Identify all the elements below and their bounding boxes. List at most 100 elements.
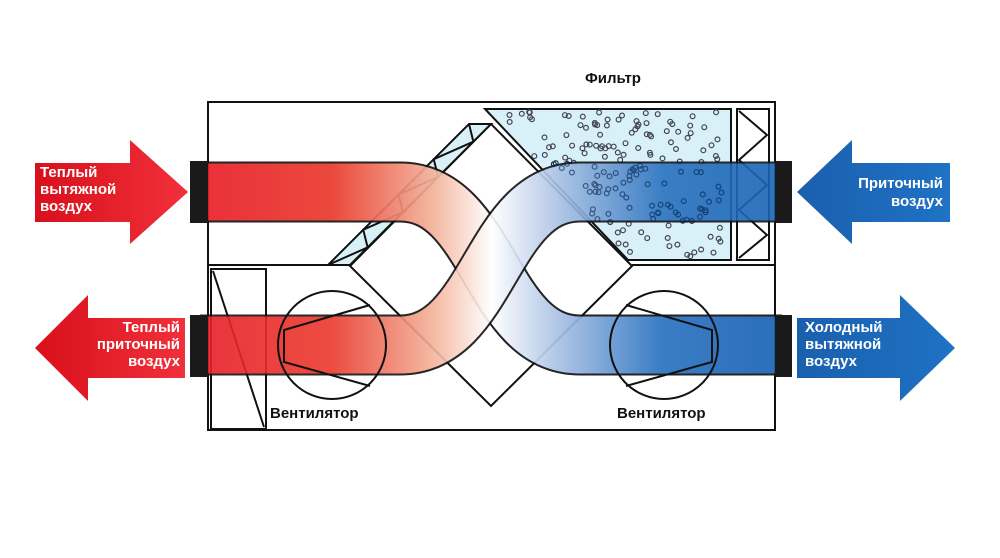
particle [569,142,576,149]
particle [687,130,694,137]
particle [607,219,614,226]
particle [642,110,649,117]
particle [666,243,673,250]
particle [715,183,722,190]
particle [649,211,656,218]
particle [596,183,603,190]
particle [591,121,598,128]
particle [604,116,611,123]
filter-label: Фильтр [585,70,641,87]
particle [659,155,666,162]
filter-particles-overlay [550,160,725,226]
particle [581,150,588,157]
particle [684,251,691,258]
particle [701,124,708,131]
particle [603,122,610,129]
particle [626,173,633,180]
particle [541,151,548,158]
particle [708,142,715,149]
particle [597,145,604,152]
connector-bottom-right [775,315,792,377]
particle [597,131,604,138]
particle [667,139,674,146]
particle [687,122,694,129]
particle [562,154,569,161]
particle [635,145,642,152]
particle [633,118,640,125]
connector-top-right [775,161,792,223]
particle [693,169,700,176]
connector-top-left [190,161,208,223]
supply-air-flow [200,161,782,376]
particle [589,210,596,217]
particle [680,198,687,205]
particle [626,177,633,184]
particle [679,217,686,224]
particle [698,246,705,253]
fan-left-label: Вентилятор [270,405,359,422]
particle [664,235,671,242]
particle [643,120,650,127]
particle [683,216,690,223]
particle [568,169,575,176]
particle [541,134,548,141]
fan-right-icon [609,290,719,400]
particle [623,194,630,201]
particle [565,112,572,119]
particle [637,166,644,173]
particle [620,151,627,158]
particle [619,227,626,234]
particle [637,162,644,169]
particle [582,124,589,131]
particle [705,198,712,205]
particle [614,149,621,156]
particle [626,204,633,211]
particle [591,180,598,187]
particle [595,189,602,196]
particle [612,185,619,192]
particle [579,113,586,120]
particle [620,179,627,186]
particle [696,213,703,220]
particle [648,133,655,140]
particle [669,121,676,128]
particle [672,146,679,153]
particle [661,180,668,187]
particle [582,182,589,189]
particle [592,188,599,195]
particle [626,248,633,255]
particle [591,163,598,170]
particle [664,201,671,208]
particle [618,112,625,119]
particle [687,253,694,260]
particle [615,240,622,247]
particle [663,128,670,135]
particle [716,224,723,231]
particle [674,241,681,248]
connector-bottom-left [190,315,208,377]
particle [707,233,714,240]
particle [654,111,661,118]
particle [586,141,593,148]
particle [715,197,722,204]
particle [586,188,593,195]
particle [632,164,639,171]
particle [710,249,717,256]
particle [601,153,608,160]
particle [606,173,613,180]
particle [691,249,698,256]
particle [610,143,617,150]
particle [600,169,607,176]
particle [632,126,639,133]
particle [563,160,570,167]
particle [689,113,696,120]
particle [697,205,704,212]
particle [622,241,629,248]
particle [593,142,600,149]
